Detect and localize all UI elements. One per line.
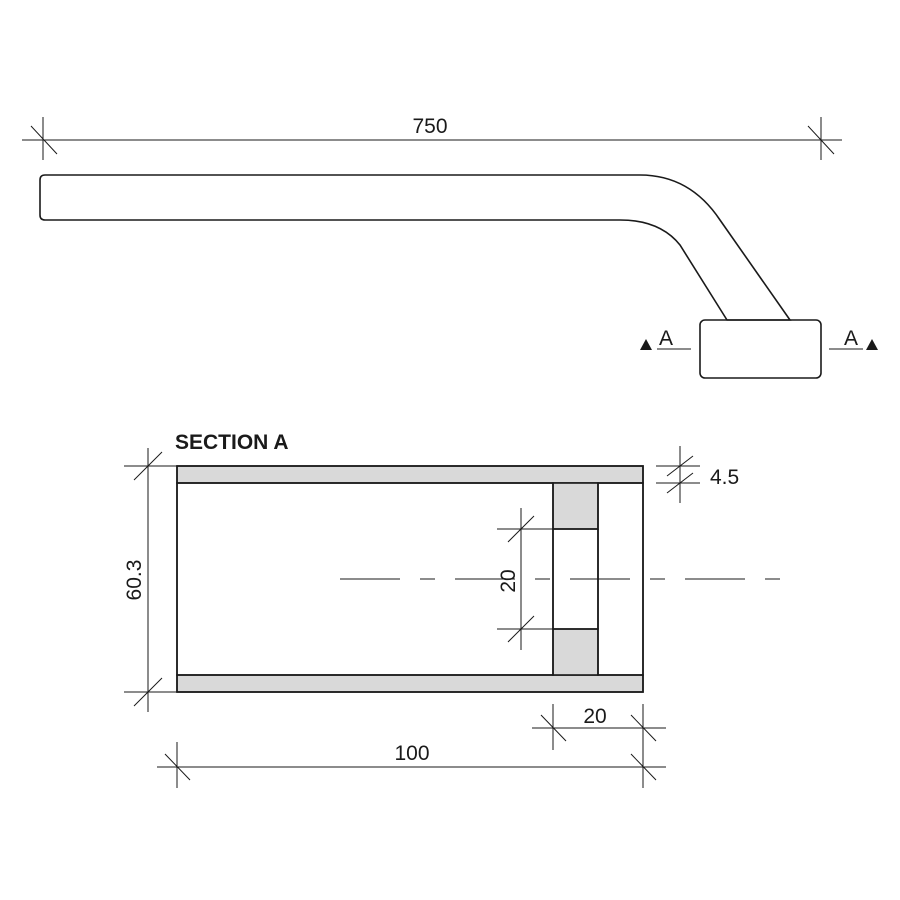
top-wall bbox=[176, 465, 644, 484]
tick-bottom bbox=[666, 472, 694, 494]
section-arrow-left-icon bbox=[640, 339, 652, 350]
inner-height-label: 20 bbox=[497, 569, 520, 592]
section-marker-right: A bbox=[829, 327, 878, 350]
tick-right bbox=[630, 714, 657, 742]
section-marker-right-label: A bbox=[844, 327, 858, 350]
tick-right bbox=[630, 753, 657, 781]
section-title: SECTION A bbox=[175, 431, 289, 454]
web-lower bbox=[552, 628, 599, 676]
tick-bottom bbox=[507, 615, 535, 643]
bottom-wall bbox=[176, 674, 644, 693]
section-arrow-right-icon bbox=[866, 339, 878, 350]
section-width-label: 100 bbox=[394, 742, 429, 765]
wall-thickness-label: 4.5 bbox=[710, 466, 739, 489]
dimension-inner-height: 20 bbox=[497, 508, 553, 650]
section-a-view: SECTION A 60.3 bbox=[123, 431, 790, 788]
flange-width-label: 20 bbox=[583, 705, 606, 728]
tick-right bbox=[807, 125, 835, 155]
dimension-overall-length: 750 bbox=[22, 115, 842, 160]
web-upper bbox=[552, 482, 599, 530]
top-view: 750 A A bbox=[22, 115, 878, 379]
overall-length-label: 750 bbox=[412, 115, 447, 138]
tick-left bbox=[164, 753, 191, 781]
dimension-flange-width: 20 bbox=[532, 704, 666, 750]
tick-left bbox=[30, 125, 58, 155]
tick-top bbox=[666, 455, 694, 477]
dimension-height: 60.3 bbox=[123, 448, 177, 712]
tick-left bbox=[540, 714, 567, 742]
height-label: 60.3 bbox=[123, 560, 146, 601]
tick-bottom bbox=[133, 677, 163, 707]
handle-bar bbox=[39, 174, 792, 321]
section-marker-left-label: A bbox=[659, 327, 673, 350]
dimension-wall-thickness: 4.5 bbox=[656, 446, 739, 503]
tick-top bbox=[507, 515, 535, 543]
tick-top bbox=[133, 451, 163, 481]
dimension-section-width: 100 bbox=[157, 742, 666, 788]
section-marker-left: A bbox=[640, 327, 691, 350]
mounting-block bbox=[699, 319, 822, 379]
